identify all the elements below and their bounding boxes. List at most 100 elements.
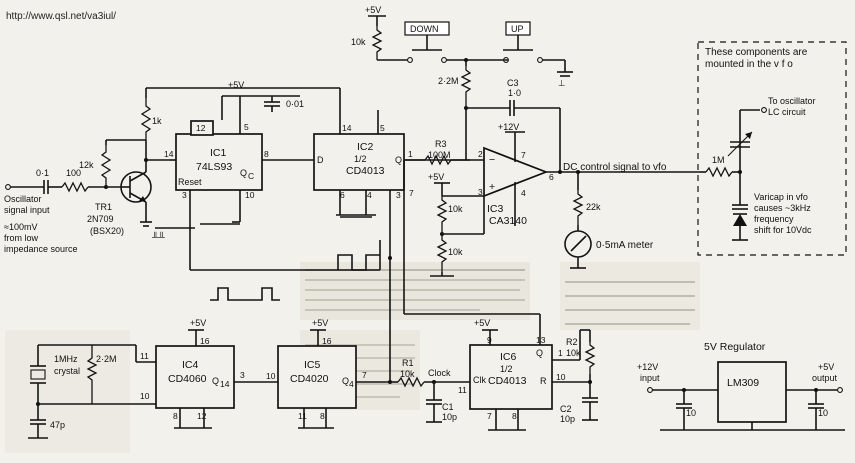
pulse-waveform-1 [210, 287, 280, 301]
c1-val-label: 10p [442, 412, 457, 422]
c-in-label: 0·1 [36, 168, 49, 178]
r1-label: R1 [402, 358, 414, 368]
r3-val-label: 100M [428, 150, 451, 160]
reg-output-v-label: +5V [818, 362, 834, 372]
c2-val-label: 10p [560, 414, 575, 424]
r-fb-label: 2·2M [438, 76, 459, 86]
meter-resistor [572, 190, 584, 225]
svg-text:8: 8 [512, 411, 517, 421]
r-meter-label: 22k [586, 202, 601, 212]
clock-label: Clock [428, 368, 451, 378]
ic1-supply-label: +5V [228, 80, 244, 90]
svg-text:3: 3 [396, 190, 401, 200]
ic4-supply-label: +5V [190, 318, 206, 328]
c-dec-label: 0·01 [286, 99, 304, 109]
feedback-lines [190, 240, 392, 301]
meter-label: 0·5mA meter [596, 240, 654, 251]
r-1m-resistor [705, 166, 733, 178]
svg-text:6: 6 [340, 190, 345, 200]
varicap-label-1: Varicap in vfo [754, 192, 808, 202]
svg-text:Q: Q [240, 168, 247, 178]
svg-text:Q: Q [536, 348, 543, 358]
vfo-box: These components are mounted in the v f … [697, 41, 847, 256]
clock-network: R1 10k Clock C1 10p [397, 358, 470, 423]
svg-text:8: 8 [264, 149, 269, 159]
pulse-waveform-2 [337, 254, 380, 271]
ic5-part: CD4020 [290, 373, 329, 385]
ic2-part: CD4013 [346, 165, 385, 177]
varicap-label-3: frequency [754, 214, 794, 224]
svg-text:C: C [248, 171, 254, 181]
svg-text:4: 4 [521, 188, 526, 198]
svg-text:Q: Q [212, 376, 219, 386]
svg-text:4: 4 [367, 190, 372, 200]
c-xtal-label: 47p [50, 420, 65, 430]
svg-text:8: 8 [320, 411, 325, 421]
ic1-part: 74LS93 [196, 161, 232, 173]
ic6-supply-label: +5V [474, 318, 490, 328]
regulator-section: +12V input 10 5V Regulator LM309 10 +5V … [637, 341, 845, 431]
r2-label: R2 [566, 337, 578, 347]
source-url[interactable]: http://www.qsl.net/va3iul/ [6, 11, 116, 22]
svg-text:10: 10 [266, 371, 276, 381]
crystal-oscillator: 1MHz crystal 2·2M 47p [5, 330, 136, 453]
svg-text:10: 10 [556, 372, 566, 382]
c-reg-label: 10 [686, 408, 696, 418]
c1-label: C1 [442, 402, 454, 412]
svg-text:1/2: 1/2 [500, 364, 513, 374]
svg-text:14: 14 [220, 379, 230, 389]
switch-ground-hatch: ⊥ [558, 78, 566, 88]
dc-control-label: DC control signal to vfo [563, 162, 667, 173]
svg-text:D: D [317, 155, 324, 165]
ic5-name: IC5 [304, 359, 321, 371]
svg-text:12: 12 [196, 123, 206, 133]
svg-text:2: 2 [478, 149, 483, 159]
reg-output-terminal[interactable] [837, 387, 843, 393]
svg-text:5: 5 [380, 123, 385, 133]
to-osc-label-2: LC circuit [768, 107, 806, 117]
svg-text:14: 14 [342, 123, 352, 133]
svg-text:Clk: Clk [473, 375, 486, 385]
svg-text:7: 7 [521, 150, 526, 160]
switch-supply-label: +5V [365, 5, 381, 15]
updown-switches: +5V 10k DOWN UP ⊥ 2·2M C3 1·0 [351, 5, 573, 172]
reg-output-label: output [812, 373, 838, 383]
svg-text:11: 11 [458, 385, 467, 395]
svg-text:Q: Q [395, 155, 402, 165]
svg-text:3: 3 [182, 190, 187, 200]
supply-rail-top: +5V 0·01 [221, 80, 341, 134]
r2-val-label: 10k [566, 348, 581, 358]
svg-text:5: 5 [244, 122, 249, 132]
input-stage: ╨╨ 0·1 100 12k 1k TR1 2N709 (BSX20) Osci… [4, 87, 340, 254]
input-resistor [61, 181, 89, 193]
ic3-name: IC3 [487, 203, 504, 215]
r-div-bot-label: 10k [448, 247, 463, 257]
svg-text:3: 3 [240, 370, 245, 380]
ground-hatch: ╨╨ [151, 231, 165, 242]
ic1-74ls93: 12 5 14 IC1 74LS93 Q C Reset 8 3 10 [164, 120, 314, 270]
pot-resistor [371, 26, 383, 60]
svg-text:4: 4 [349, 379, 354, 389]
svg-text:11: 11 [140, 351, 149, 361]
ic3-minus: − [489, 154, 495, 166]
svg-text:16: 16 [200, 336, 210, 346]
ic3-part: CA3140 [489, 215, 527, 227]
ic3-ca3140: R3 100M − + 2 3 +12V 7 4 IC3 CA3140 6 DC… [404, 122, 700, 277]
level-label-3: impedance source [4, 244, 78, 254]
svg-text:14: 14 [164, 149, 174, 159]
ic4-part: CD4060 [168, 373, 207, 385]
r2-resistor [584, 342, 596, 374]
signal-input-label-1: Oscillator [4, 194, 42, 204]
r-div-top-label: 10k [448, 204, 463, 214]
tr1-label: TR1 [95, 202, 112, 212]
down-button-label[interactable]: DOWN [410, 24, 439, 34]
svg-text:13: 13 [536, 335, 546, 345]
ic3-plus: + [489, 181, 495, 193]
reset-network: R2 10k C2 10p [560, 329, 598, 424]
r-coll-label: 1k [152, 116, 162, 126]
up-button-label[interactable]: UP [511, 24, 524, 34]
ic1-name: IC1 [210, 147, 227, 159]
reg-input-terminal[interactable] [647, 387, 653, 393]
ic6-name: IC6 [500, 351, 517, 363]
